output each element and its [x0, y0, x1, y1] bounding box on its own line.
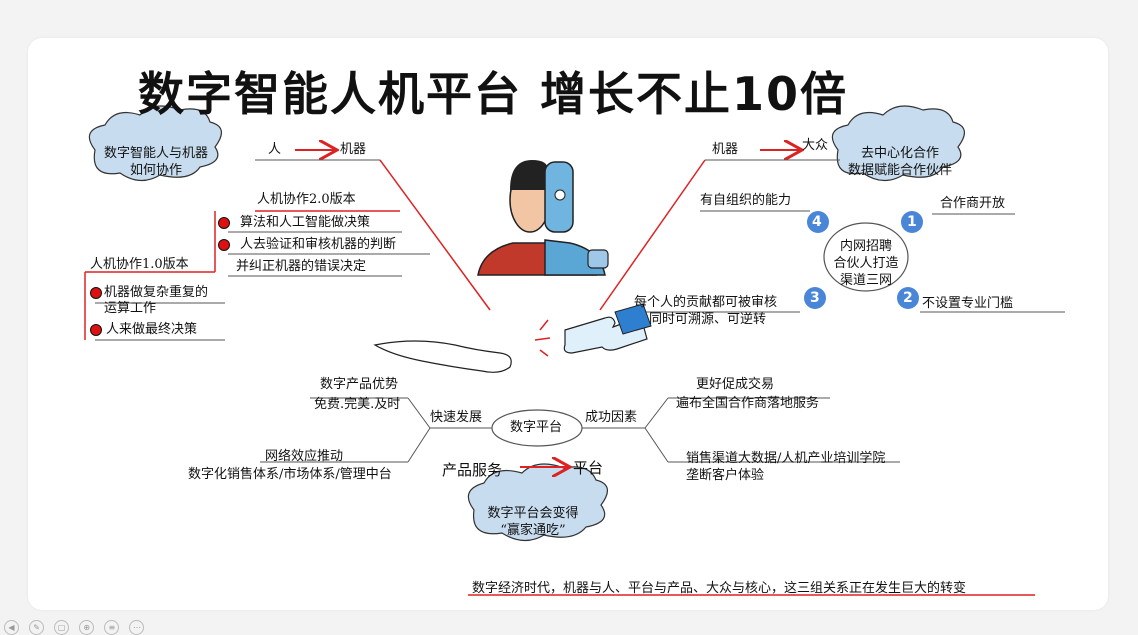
cloud-bottom [467, 463, 608, 542]
cloud-bottom-line1: 数字平台会变得 [487, 506, 579, 521]
machine-label-right: 机器 [712, 142, 739, 157]
num-4: 4 [812, 214, 822, 230]
page-title: 数字智能人机平台 增长不止10倍 [138, 67, 849, 121]
person-label: 人 [268, 142, 282, 157]
center-line1: 内网招聘 [839, 239, 892, 254]
center-line2: 合伙人打造 [833, 256, 899, 271]
v1-title: 人机协作1.0版本 [90, 257, 189, 272]
rb2-sub: 垄断客户体验 [686, 468, 765, 483]
slide-toolbar: ◀ ✎ ▢ ⊕ ≡ ⋯ [4, 615, 149, 635]
product-service-label: 产品服务 [442, 461, 503, 479]
public-label: 大众 [802, 138, 829, 153]
v2-item-3: 并纠正机器的错误决定 [236, 259, 367, 274]
num-2: 2 [903, 290, 913, 306]
cloud-left-line2: 如何协作 [129, 163, 182, 178]
v1-item-2: 人来做最终决策 [106, 322, 198, 337]
bullet-icon [218, 239, 230, 251]
cloud-right-line2: 数据赋能合作伙伴 [847, 163, 952, 178]
v2-title: 人机协作2.0版本 [257, 192, 356, 207]
lb1-sub: 免费.完美.及时 [314, 397, 401, 412]
rb2-title: 销售渠道大数据/人机产业培训学院 [686, 451, 886, 466]
lb1-title: 数字产品优势 [320, 377, 399, 392]
lb2-title: 网络效应推动 [265, 449, 344, 464]
pen-icon[interactable]: ✎ [29, 620, 45, 635]
bullet-icon [90, 324, 102, 336]
machine-label-left: 机器 [340, 142, 367, 157]
prev-icon[interactable]: ◀ [4, 620, 19, 635]
fast-development: 快速发展 [430, 410, 483, 425]
rb1-title: 更好促成交易 [696, 377, 775, 392]
v1-item-1: 机器做复杂重复的 [104, 285, 209, 300]
branch-3-line2: 同时可溯源、可逆转 [649, 312, 767, 327]
v2-item-2: 人去验证和审核机器的判断 [240, 237, 397, 252]
rb1-sub: 遍布全国合作商落地服务 [676, 396, 820, 411]
branch-4-label: 有自组织的能力 [700, 193, 792, 208]
bullet-icon [90, 287, 102, 299]
success-factors: 成功因素 [585, 410, 638, 425]
cloud-top-left [88, 105, 222, 182]
footer-caption: 数字经济时代，机器与人、平台与产品、大众与核心，这三组关系正在发生巨大的转变 [472, 581, 967, 596]
v1-item-1b: 运算工作 [104, 301, 157, 316]
cloud-bottom-line2: “赢家通吃” [500, 523, 566, 538]
platform-center: 数字平台 [510, 420, 563, 435]
branch-1-label: 合作商开放 [940, 196, 1006, 211]
cloud-left-line1: 数字智能人与机器 [103, 146, 208, 161]
hands-touching [373, 303, 652, 373]
num-3: 3 [810, 290, 820, 306]
lb2-sub: 数字化销售体系/市场体系/管理中台 [188, 467, 392, 482]
branch-3-line1: 每个人的贡献都可被审核 [634, 295, 778, 310]
center-line3: 渠道三网 [839, 273, 892, 288]
cloud-top-right [831, 105, 965, 182]
cloud-right-line1: 去中心化合作 [860, 146, 939, 161]
v2-item-1: 算法和人工智能做决策 [240, 215, 371, 230]
branch-2-label: 不设置专业门槛 [922, 296, 1014, 311]
human-robot-head [477, 160, 609, 276]
num-1: 1 [907, 214, 917, 230]
bullet-icon [218, 217, 230, 229]
platform-label: 平台 [573, 459, 604, 477]
